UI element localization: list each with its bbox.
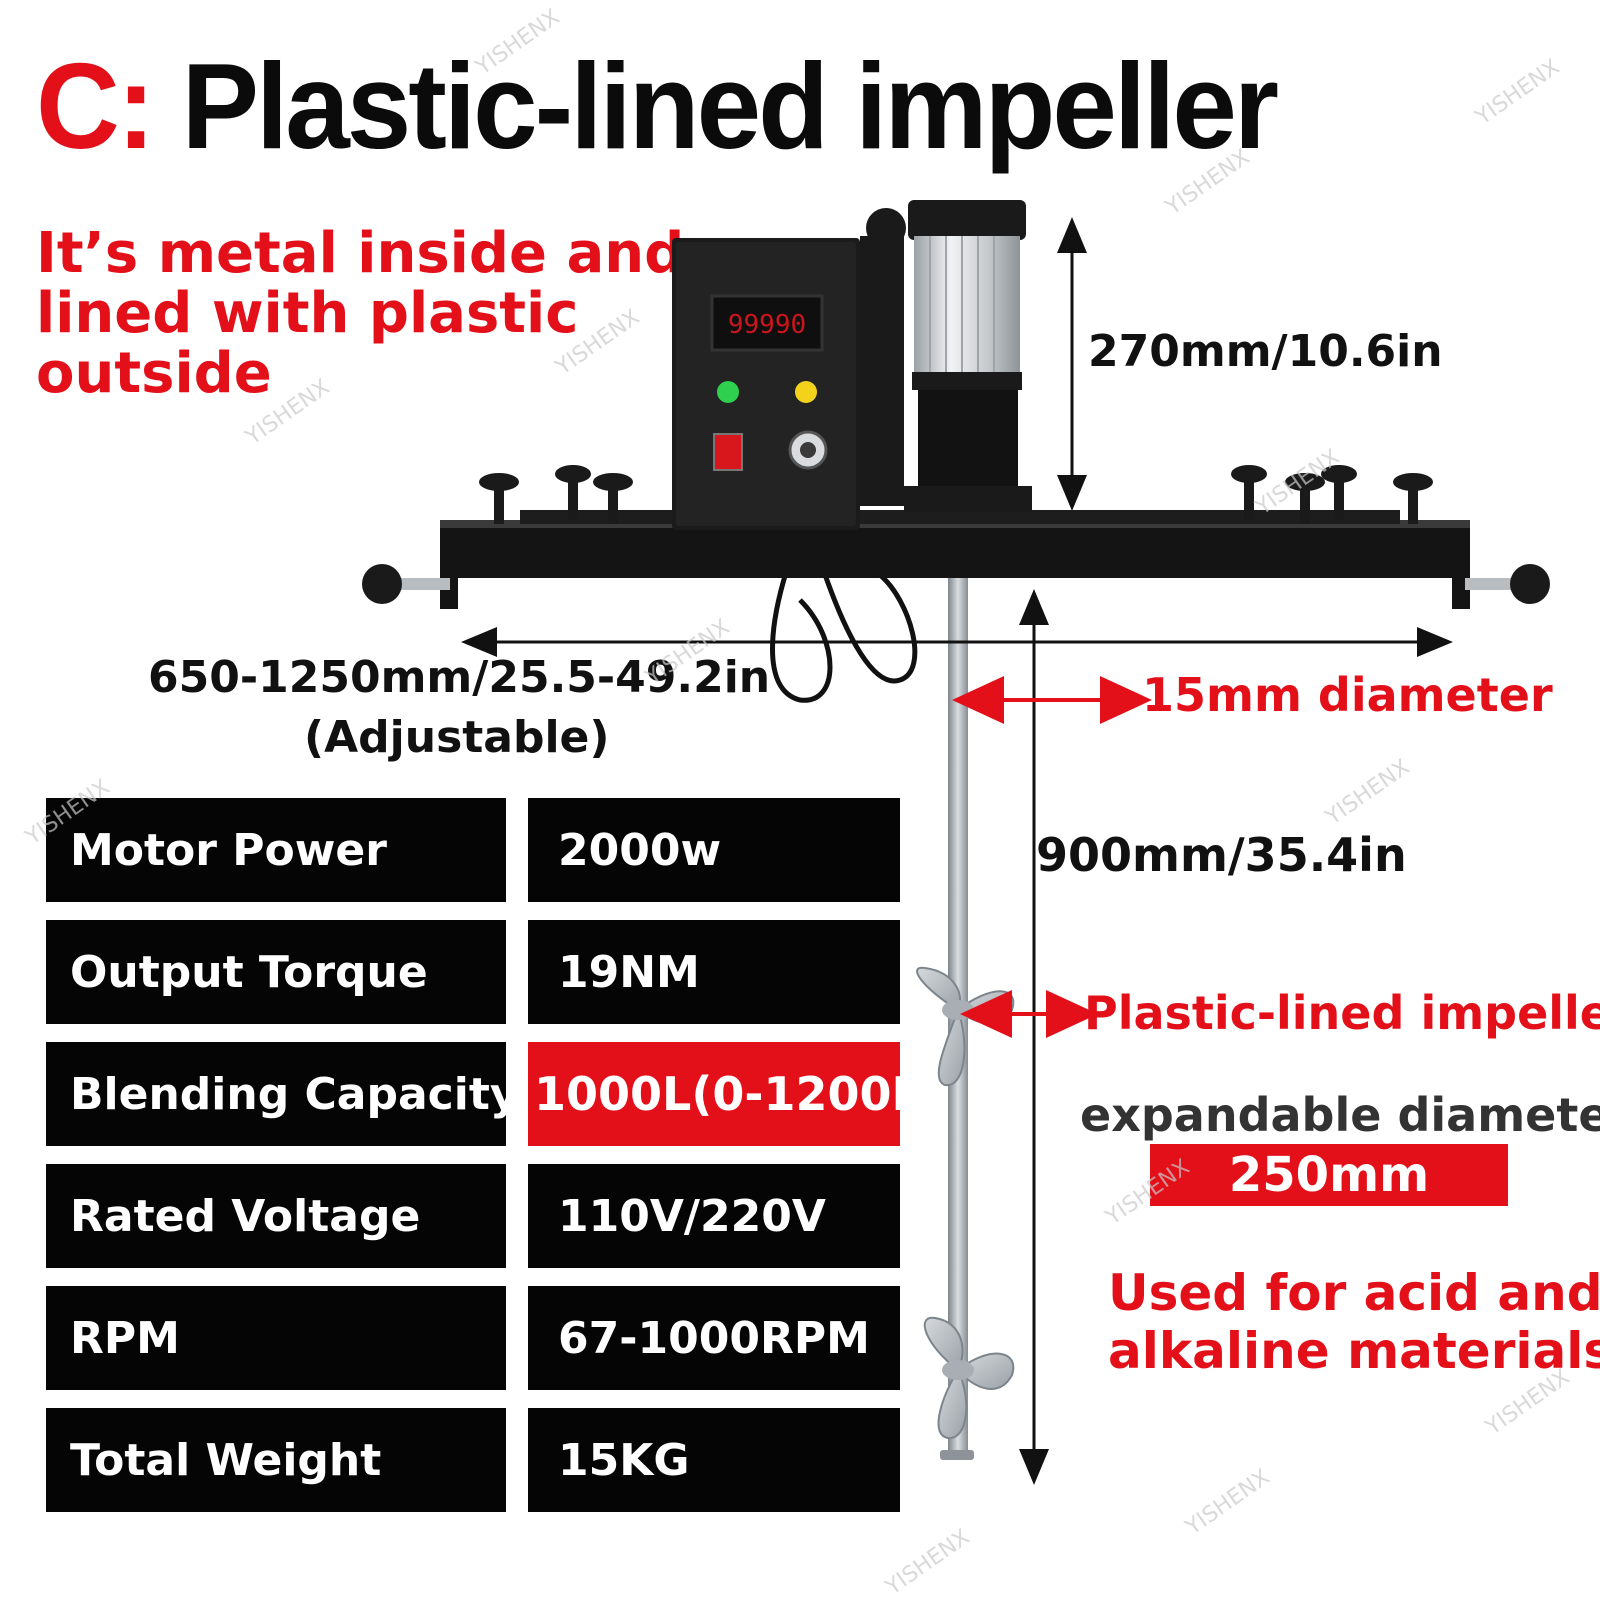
- expandable-diameter-label: expandable diameter: [1080, 1088, 1600, 1142]
- power-indicator-green: [717, 381, 739, 403]
- spec-row: Rated Voltage 110V/220V: [46, 1164, 900, 1268]
- power-cable: [770, 559, 918, 703]
- spec-row: Output Torque 19NM: [46, 920, 900, 1024]
- height-dimension: 270mm/10.6in: [1088, 326, 1443, 377]
- spec-row: RPM 67-1000RPM: [46, 1286, 900, 1390]
- usage-note: Used for acid and alkaline materials: [1108, 1264, 1600, 1380]
- spec-label-total-weight: Total Weight: [46, 1408, 506, 1512]
- spec-table: Motor Power 2000w Output Torque 19NM Ble…: [46, 798, 900, 1530]
- clamp-knobs-top: [479, 465, 1433, 524]
- material-note-line: lined with plastic: [36, 281, 579, 346]
- shaft-length-dimension: 900mm/35.4in: [1036, 828, 1407, 882]
- material-note-line: outside: [36, 341, 272, 406]
- spec-row: Motor Power 2000w: [46, 798, 900, 902]
- spec-value-rpm: 67-1000RPM: [528, 1286, 900, 1390]
- shaft-diameter-callout: 15mm diameter: [1142, 668, 1553, 722]
- spec-label-output-torque: Output Torque: [46, 920, 506, 1024]
- power-switch: [713, 433, 743, 471]
- motor: [860, 200, 1032, 512]
- material-note-line: It’s metal inside and: [36, 221, 685, 286]
- spec-value-motor-power: 2000w: [528, 798, 900, 902]
- usage-note-line: alkaline materials: [1108, 1322, 1600, 1380]
- page-title: C: Plastic-lined impeller: [36, 45, 1279, 167]
- spec-label-rpm: RPM: [46, 1286, 506, 1390]
- control-box: 99990: [672, 238, 860, 530]
- spec-value-rated-voltage: 110V/220V: [528, 1164, 900, 1268]
- speed-display: 99990: [728, 310, 806, 340]
- indicator-yellow: [795, 381, 817, 403]
- expandable-diameter-badge: 250mm: [1150, 1144, 1508, 1206]
- spec-row: Blending Capacity 1000L(0-1200L): [46, 1042, 900, 1146]
- material-note: It’s metal inside and lined with plastic…: [36, 224, 684, 404]
- spec-value-total-weight: 15KG: [528, 1408, 900, 1512]
- spec-label-rated-voltage: Rated Voltage: [46, 1164, 506, 1268]
- spec-row: Total Weight 15KG: [46, 1408, 900, 1512]
- clamp-knob-right: [1465, 564, 1550, 604]
- title-prefix: C:: [36, 37, 155, 175]
- spec-value-blending-capacity: 1000L(0-1200L): [528, 1042, 900, 1146]
- width-adjustable-note: (Adjustable): [304, 712, 610, 763]
- spec-value-output-torque: 19NM: [528, 920, 900, 1024]
- spec-label-blending-capacity: Blending Capacity: [46, 1042, 506, 1146]
- impeller-callout: Plastic-lined impeller: [1084, 986, 1600, 1040]
- usage-note-line: Used for acid and: [1108, 1264, 1600, 1322]
- width-dimension: 650-1250mm/25.5-49.2in: [148, 652, 771, 703]
- spec-label-motor-power: Motor Power: [46, 798, 506, 902]
- lower-impeller: [923, 1316, 1015, 1440]
- title-text: Plastic-lined impeller: [181, 37, 1279, 175]
- clamp-knob-left: [362, 564, 450, 604]
